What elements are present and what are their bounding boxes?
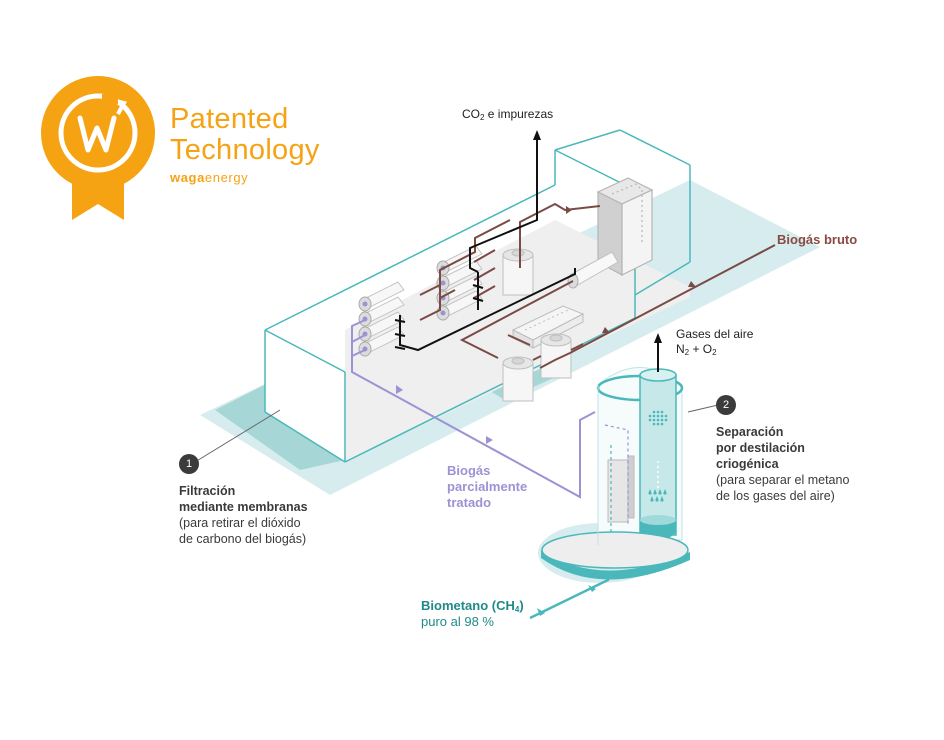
biomethane-title-text: Biometano (CH (421, 598, 515, 613)
compressor-unit (596, 177, 654, 277)
partial-biogas-line: parcialmente (447, 479, 528, 494)
partial-biogas-line: Biogás (447, 463, 491, 478)
vapor-dot (656, 418, 660, 422)
cryogenic-column (538, 367, 690, 583)
company-logo-bold: waga (170, 170, 205, 185)
biomethane-subtitle: puro al 98 % (421, 614, 494, 629)
brand-title: Patented Technology (170, 104, 320, 166)
vapor-dot (656, 410, 660, 414)
liquid-drop (658, 489, 662, 495)
callout-line-2 (687, 404, 719, 413)
biomethane-title: Biometano (CH4) (421, 598, 524, 614)
liquid-drop (648, 489, 652, 495)
vapor-dot (648, 418, 652, 422)
co2-label-prefix: CO (462, 107, 480, 121)
logo-badge-icon (41, 76, 155, 220)
vapor-dot (660, 422, 664, 426)
step-1-badge: 1 (179, 454, 199, 474)
membrane-tube (358, 296, 405, 327)
partial-biogas-label: Biogás parcialmente tratado (447, 463, 527, 511)
step-2-desc-line: de los gases del aire) (716, 489, 835, 503)
container-box (264, 129, 691, 463)
liquid-drops-icon (648, 489, 667, 502)
membrane-tube (358, 281, 405, 312)
step-2-title-line: por destilación (716, 441, 805, 455)
vapor-dot (652, 410, 656, 414)
air-gases-formula: N2 + O2 (676, 342, 753, 357)
step-1-title-line: mediante membranas (179, 500, 308, 514)
vapor-dot (652, 414, 656, 418)
step-2-text: Separación por destilación criogénica (p… (716, 424, 849, 504)
tank-left (502, 356, 534, 402)
partial-biogas-line: tratado (447, 495, 492, 510)
vapor-dot (656, 414, 660, 418)
raw-biogas-label: Biogás bruto (777, 232, 858, 247)
vapor-dot (660, 418, 664, 422)
vapor-dot (660, 414, 664, 418)
brand-title-line1: Patented (170, 103, 289, 135)
buffer-tank-top (502, 248, 534, 296)
step-2-title-line: criogénica (716, 457, 779, 471)
company-logo: wagaenergy (170, 170, 248, 185)
liquid-drop (660, 496, 664, 502)
membrane-tube (436, 290, 483, 321)
brand-title-line2: Technology (170, 134, 320, 166)
biomethane-pipe (529, 572, 610, 620)
co2-label-sub: 2 (480, 113, 485, 122)
liquid-drop (663, 489, 667, 495)
vapor-dots-icon (648, 410, 668, 426)
biomethane-title-sub: 4 (514, 605, 520, 614)
step-2-desc-line: (para separar el metano (716, 473, 850, 487)
liquid-drop (653, 489, 657, 495)
vapor-dot (652, 422, 656, 426)
formula-n-sub: 2 (684, 348, 690, 357)
step-2-title-line: Separación (716, 425, 784, 439)
company-logo-light: energy (204, 170, 249, 185)
air-gases-line1: Gases del aire (676, 327, 754, 341)
biomethane-label: Biometano (CH4) puro al 98 % (421, 598, 524, 630)
step-1-text: Filtración mediante membranas (para reti… (179, 483, 308, 547)
partial-biogas-pipe (351, 319, 596, 499)
vapor-dot (656, 422, 660, 426)
formula-o: + O (689, 342, 713, 356)
step-1-title-line: Filtración (179, 484, 236, 498)
co2-label: CO2 e impurezas (462, 106, 553, 122)
raw-biogas-pipe (419, 202, 776, 369)
step-2-badge: 2 (716, 395, 736, 415)
liquid-drop (655, 496, 659, 502)
vapor-dot (664, 414, 668, 418)
vapor-dot (664, 418, 668, 422)
air-gases-label: Gases del aire N2 + O2 (676, 327, 753, 357)
formula-o-sub: 2 (712, 348, 717, 357)
step-1-desc-line: (para retirar el dióxido (179, 516, 301, 530)
vapor-dot (660, 410, 664, 414)
formula-n: N (676, 342, 685, 356)
co2-label-suffix: e impurezas (484, 107, 554, 121)
vapor-dot (652, 418, 656, 422)
tank-right (540, 333, 572, 379)
callout-line-1 (194, 409, 281, 463)
co2-exhaust-pipe (394, 130, 576, 352)
vapor-dot (648, 414, 652, 418)
air-gases-arrow (654, 333, 662, 372)
liquid-drop (650, 496, 654, 502)
biomethane-title-end: ) (519, 598, 524, 613)
step-1-desc-line: de carbono del biogás) (179, 532, 307, 546)
